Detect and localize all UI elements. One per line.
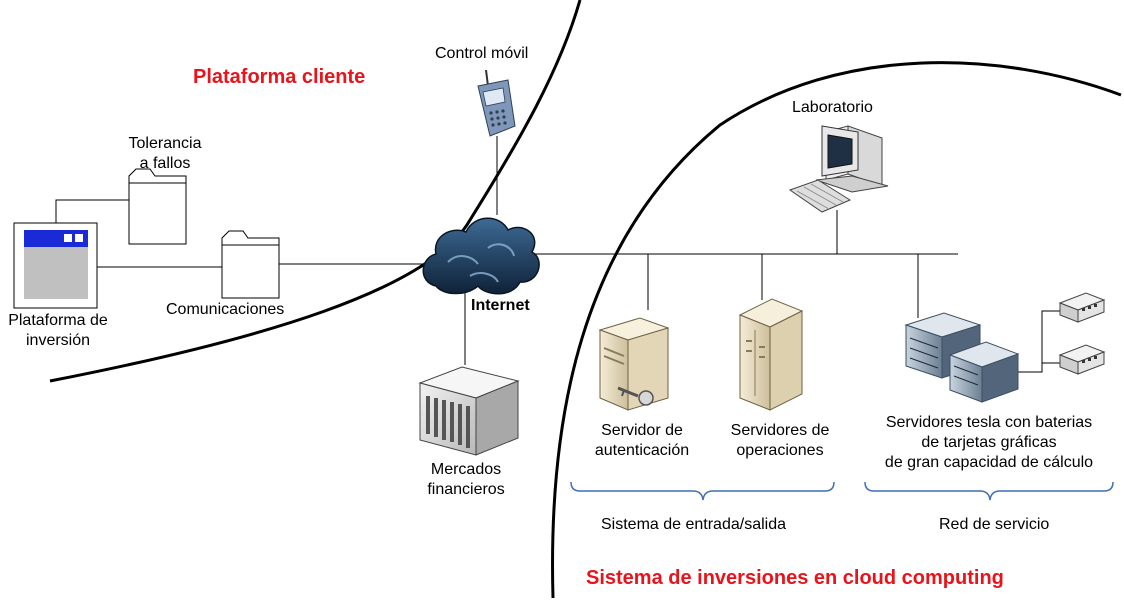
rack-front <box>948 341 1020 403</box>
fault-tolerance-folder-icon <box>128 168 187 245</box>
connection-lines <box>55 136 1060 373</box>
operations-server-icon <box>738 298 804 411</box>
auth-server-label: Servidor de autenticación <box>594 422 690 459</box>
io-system-brace <box>570 481 835 501</box>
communications-label: Comunicaciones <box>166 301 285 318</box>
service-network-brace <box>864 481 1114 501</box>
laboratory-computer-icon <box>788 125 889 213</box>
network-switch-icon-top <box>1058 292 1106 323</box>
service-network-label: Red de servicio <box>939 516 1050 533</box>
internet-label: Internet <box>471 297 530 314</box>
cloud-boundary-curve <box>551 61 1122 599</box>
client-platform-title: Plataforma cliente <box>193 66 366 88</box>
authentication-server-icon <box>598 317 670 411</box>
financial-markets-building-icon <box>418 366 520 456</box>
ops-servers-label: Servidores de operaciones <box>730 422 830 459</box>
markets-label: Mercados financieros <box>427 461 505 498</box>
internet-cloud-icon <box>422 217 540 295</box>
investment-platform-icon <box>13 222 98 309</box>
laboratory-label: Laboratorio <box>792 99 873 116</box>
io-system-label: Sistema de entrada/salida <box>601 516 786 533</box>
key-icon <box>617 386 654 406</box>
investment-platform-label: Plataforma de inversión <box>8 312 108 349</box>
cloud-system-title: Sistema de inversiones en cloud computin… <box>586 567 1004 589</box>
communications-folder-icon <box>221 230 280 299</box>
mobile-label: Control móvil <box>435 45 529 62</box>
tesla-servers-rack-icon <box>904 312 1020 403</box>
network-switch-icon-bottom <box>1058 344 1106 375</box>
tesla-servers-label: Servidores tesla con baterias de tarjeta… <box>884 414 1094 471</box>
fault-tolerance-label: Tolerancia a fallos <box>128 135 202 172</box>
mobile-phone-icon <box>477 69 516 137</box>
